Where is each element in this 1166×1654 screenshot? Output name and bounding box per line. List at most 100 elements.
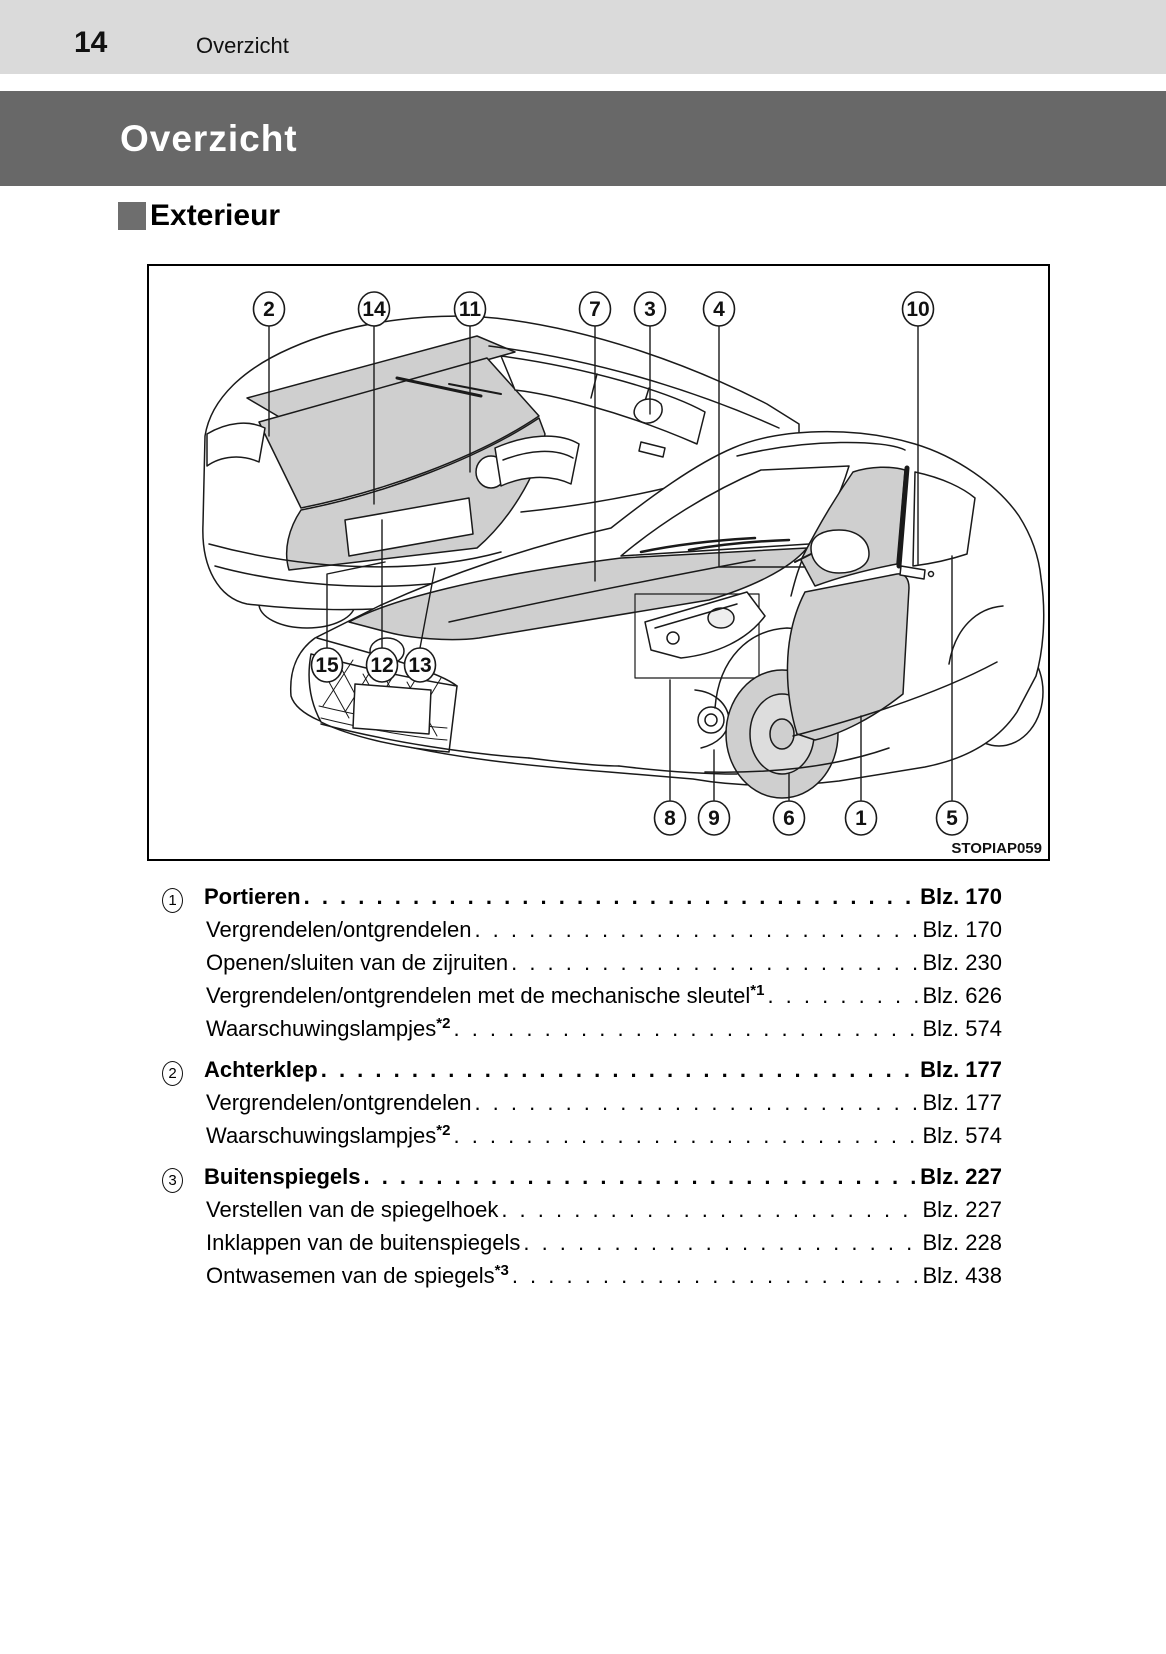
toc-page-ref: Blz. 170 bbox=[922, 917, 1003, 942]
callout-circle-15 bbox=[310, 647, 344, 683]
toc-page-ref: Blz. 228 bbox=[922, 1230, 1003, 1255]
toc-main-row: 3 Buitenspiegels Blz. 227 bbox=[160, 1164, 1002, 1197]
toc-page-ref: Blz. 227 bbox=[922, 1197, 1003, 1222]
footnote-marker: *3 bbox=[494, 1262, 509, 1279]
page-number: 14 bbox=[74, 26, 108, 59]
chapter-title-bar: Overzicht bbox=[0, 91, 1166, 186]
toc-page-ref: Blz. 227 bbox=[920, 1164, 1002, 1189]
toc-sub-label: Waarschuwingslampjes*2 bbox=[206, 1122, 451, 1148]
toc-item-title: Portieren bbox=[204, 884, 301, 909]
toc-sub-label: Vergrendelen/ontgrendelen bbox=[206, 1090, 472, 1115]
callout-number-11: 11 bbox=[459, 298, 482, 321]
section-heading-text: Exterieur bbox=[150, 199, 281, 232]
toc-sub-row: Inklappen van de buitenspiegels Blz. 228 bbox=[160, 1230, 1002, 1263]
toc-sub-row: Verstellen van de spiegelhoek Blz. 227 bbox=[160, 1197, 1002, 1230]
toc-item-number: 2 bbox=[162, 1061, 183, 1086]
toc-page-ref: Blz. 170 bbox=[920, 884, 1002, 909]
callout-circle-11 bbox=[453, 291, 487, 327]
toc-sub-row: Ontwasemen van de spiegels*3 Blz. 438 bbox=[160, 1262, 1003, 1296]
toc-sub-label: Ontwasemen van de spiegels*3 bbox=[206, 1262, 509, 1288]
front-car-drawing bbox=[289, 430, 1045, 799]
dot-leader bbox=[453, 1123, 920, 1149]
toc-page-ref: Blz. 438 bbox=[922, 1263, 1003, 1288]
dot-leader bbox=[512, 1263, 921, 1289]
toc-page-ref: Blz. 574 bbox=[922, 1016, 1003, 1041]
dot-leader bbox=[321, 1057, 918, 1083]
toc-section: 2AchterklepBlz. 177Vergrendelen/ontgrend… bbox=[160, 1057, 1002, 1156]
callout-circle-6 bbox=[772, 800, 806, 836]
toc-item-number: 3 bbox=[162, 1168, 183, 1193]
callout-number-8: 8 bbox=[664, 807, 676, 830]
toc-sub-label: Verstellen van de spiegelhoek bbox=[206, 1197, 499, 1222]
footnote-marker: *2 bbox=[436, 1122, 451, 1139]
callout-number-7: 7 bbox=[589, 298, 601, 321]
callout-number-13: 13 bbox=[408, 654, 431, 677]
toc-page-ref: Blz. 177 bbox=[920, 1057, 1002, 1082]
dot-leader bbox=[363, 1164, 918, 1190]
callout-number-6: 6 bbox=[783, 807, 795, 830]
dot-leader bbox=[767, 983, 920, 1009]
callout-circle-10 bbox=[901, 291, 935, 327]
callout-leader-4 bbox=[718, 325, 806, 568]
callout-number-14: 14 bbox=[362, 298, 386, 321]
callout-circle-3 bbox=[633, 291, 667, 327]
chapter-title: Overzicht bbox=[120, 117, 298, 159]
toc-main-row: 2 Achterklep Blz. 177 bbox=[160, 1057, 1002, 1090]
callout-number-15: 15 bbox=[315, 654, 339, 677]
callout-circle-12 bbox=[365, 647, 399, 683]
callout-number-3: 3 bbox=[644, 298, 656, 321]
toc-sub-label: Waarschuwingslampjes*2 bbox=[206, 1015, 451, 1041]
toc-section: 1PortierenBlz. 170Vergrendelen/ontgrende… bbox=[160, 884, 1002, 1049]
toc-page-ref: Blz. 626 bbox=[922, 983, 1003, 1008]
callout-circle-14 bbox=[357, 291, 391, 327]
toc-item-number: 1 bbox=[162, 888, 183, 913]
callout-number-10: 10 bbox=[906, 298, 929, 321]
toc-sub-label: Openen/sluiten van de zijruiten bbox=[206, 950, 509, 975]
toc: 1PortierenBlz. 170Vergrendelen/ontgrende… bbox=[160, 884, 1002, 1296]
toc-sub-label: Vergrendelen/ontgrendelen met de mechani… bbox=[206, 982, 765, 1008]
toc-item-title: Achterklep bbox=[204, 1057, 318, 1082]
callout-circle-5 bbox=[935, 800, 969, 836]
section-square-icon bbox=[118, 202, 146, 230]
callout-circle-8 bbox=[653, 800, 687, 836]
callout-circle-2 bbox=[252, 291, 286, 327]
callout-circle-4 bbox=[702, 291, 736, 327]
figure-code: STOPIAP059 bbox=[951, 840, 1042, 857]
toc-sub-row: Waarschuwingslampjes*2 Blz. 574 bbox=[160, 1122, 1003, 1156]
running-header: 14 Overzicht bbox=[0, 0, 1166, 74]
callout-circle-7 bbox=[578, 291, 612, 327]
section-heading: Exterieur bbox=[118, 199, 280, 233]
toc-page-ref: Blz. 230 bbox=[922, 950, 1003, 975]
toc-page-ref: Blz. 574 bbox=[922, 1123, 1003, 1148]
dot-leader bbox=[501, 1197, 920, 1223]
callout-leader-13 bbox=[419, 567, 436, 649]
dot-leader bbox=[523, 1230, 920, 1256]
running-header-chapter: Overzicht bbox=[196, 33, 289, 58]
footnote-marker: *1 bbox=[750, 982, 765, 999]
callout-circle-9 bbox=[697, 800, 731, 836]
callout-number-5: 5 bbox=[946, 807, 958, 830]
dot-leader bbox=[511, 950, 920, 976]
footnote-marker: *2 bbox=[436, 1015, 451, 1032]
dot-leader bbox=[474, 917, 920, 943]
callout-number-12: 12 bbox=[370, 654, 393, 677]
toc-main-row: 1 Portieren Blz. 170 bbox=[160, 884, 1002, 917]
callout-circle-1 bbox=[844, 800, 878, 836]
toc-sub-row: Vergrendelen/ontgrendelenBlz. 170 bbox=[160, 917, 1002, 950]
callout-circle-13 bbox=[403, 647, 437, 683]
callout-leader-15 bbox=[326, 561, 386, 649]
callout-number-2: 2 bbox=[263, 298, 275, 321]
toc-sub-row: Vergrendelen/ontgrendelen Blz. 177 bbox=[160, 1090, 1002, 1123]
callout-number-9: 9 bbox=[708, 807, 720, 830]
dot-leader bbox=[304, 884, 918, 910]
dot-leader bbox=[474, 1090, 920, 1116]
callout-number-4: 4 bbox=[713, 298, 725, 321]
toc-sub-label: Inklappen van de buitenspiegels bbox=[206, 1230, 521, 1255]
toc-page-ref: Blz. 177 bbox=[922, 1090, 1003, 1115]
dot-leader bbox=[453, 1016, 920, 1042]
toc-item-title: Buitenspiegels bbox=[204, 1164, 361, 1189]
callout-number-1: 1 bbox=[855, 807, 867, 830]
